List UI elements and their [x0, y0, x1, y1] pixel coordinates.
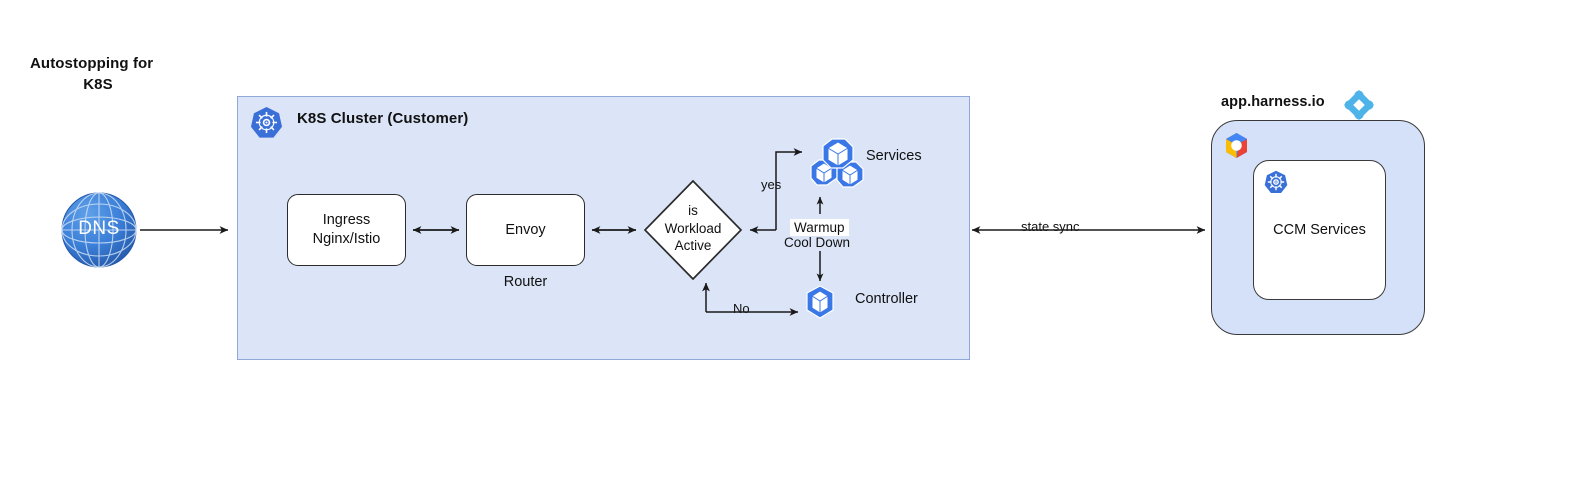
ingress-label-line2: Nginx/Istio [312, 231, 381, 247]
cluster-title: K8S Cluster (Customer) [297, 110, 469, 127]
page-title-line2: K8S [83, 76, 113, 93]
kubernetes-icon [250, 106, 283, 139]
controller-cube-icon [802, 285, 838, 319]
warmup-label: Warmup [790, 219, 849, 236]
decision-line3: Active [674, 238, 712, 253]
decision-line1: is [688, 203, 698, 218]
google-cloud-icon [1222, 131, 1251, 160]
ingress-node: Ingress Nginx/Istio [287, 194, 406, 266]
services-cubes-icon [807, 136, 867, 194]
decision-label: is Workload Active [643, 202, 743, 255]
page-title-line1: Autostopping for [30, 55, 154, 72]
dns-label: DNS [78, 218, 120, 239]
cool-down-label: Cool Down [784, 235, 851, 250]
kubernetes-icon [1264, 170, 1288, 194]
state-sync-label: state sync [1018, 219, 1083, 234]
harness-title: app.harness.io [1221, 94, 1325, 110]
yes-branch-label: yes [761, 177, 782, 192]
decision-diamond [643, 179, 743, 281]
envoy-label: Envoy [505, 221, 546, 238]
harness-diamond-logo [1343, 89, 1375, 121]
ccm-services-label: CCM Services [1273, 222, 1366, 238]
controller-label: Controller [855, 291, 918, 307]
ingress-label-line1: Ingress [322, 212, 371, 228]
services-label: Services [866, 148, 922, 164]
decision-line2: Workload [664, 220, 722, 236]
page-title: Autostopping for K8S [30, 32, 270, 116]
envoy-node: Envoy [466, 194, 585, 266]
globe-icon [60, 192, 138, 268]
no-branch-label: No [733, 301, 750, 316]
router-caption: Router [503, 274, 548, 290]
